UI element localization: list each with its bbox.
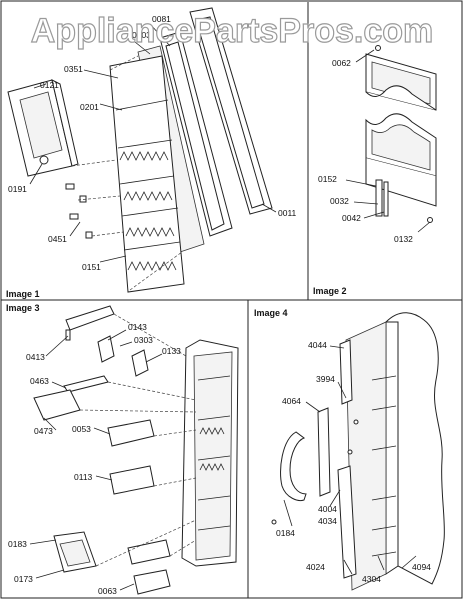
label-3994: 3994: [316, 374, 335, 384]
label-0413: 0413: [26, 352, 45, 362]
image2-diagram: [345, 45, 437, 233]
label-0183: 0183: [8, 539, 27, 549]
label-0451: 0451: [48, 234, 67, 244]
label-4304: 4304: [362, 574, 381, 584]
caption-image2: Image 2: [313, 286, 347, 296]
caption-image3: Image 3: [6, 303, 40, 313]
label-4094: 4094: [412, 562, 431, 572]
label-0032: 0032: [330, 196, 349, 206]
label-0081: 0081: [152, 14, 171, 24]
label-0042: 0042: [342, 213, 361, 223]
label-4024: 4024: [306, 562, 325, 572]
label-0303: 0303: [134, 335, 153, 345]
label-0062: 0062: [332, 58, 351, 68]
image4-diagram: [271, 312, 445, 591]
label-0152: 0152: [318, 174, 337, 184]
label-4044: 4044: [308, 340, 327, 350]
watermark-text: AppliancePartsPros.com: [31, 12, 433, 50]
label-0121: 0121: [40, 80, 59, 90]
label-0133: 0133: [162, 346, 181, 356]
label-0143: 0143: [128, 322, 147, 332]
image3-diagram: [29, 305, 239, 595]
part-labels: 0081 0103 0351 0121 0201 0191 0451 0151 …: [8, 14, 431, 596]
label-0351: 0351: [64, 64, 83, 74]
label-0113: 0113: [74, 472, 93, 482]
label-0201: 0201: [80, 102, 99, 112]
label-0184: 0184: [276, 528, 295, 538]
label-4004: 4004: [318, 504, 337, 514]
label-0053: 0053: [72, 424, 91, 434]
label-0191: 0191: [8, 184, 27, 194]
image1-diagram: [7, 7, 277, 293]
label-0151: 0151: [82, 262, 101, 272]
label-0132: 0132: [394, 234, 413, 244]
label-0103: 0103: [132, 30, 151, 40]
caption-image1: Image 1: [6, 289, 40, 299]
label-0473: 0473: [34, 426, 53, 436]
caption-image4: Image 4: [254, 308, 288, 318]
label-0063: 0063: [98, 586, 117, 596]
liner-shelves: [115, 99, 181, 271]
label-0173: 0173: [14, 574, 33, 584]
label-0011: 0011: [278, 208, 297, 218]
label-0463: 0463: [30, 376, 49, 386]
label-4064: 4064: [282, 396, 301, 406]
label-4034: 4034: [318, 516, 337, 526]
image-captions: Image 1 Image 2 Image 3 Image 4: [6, 286, 347, 318]
